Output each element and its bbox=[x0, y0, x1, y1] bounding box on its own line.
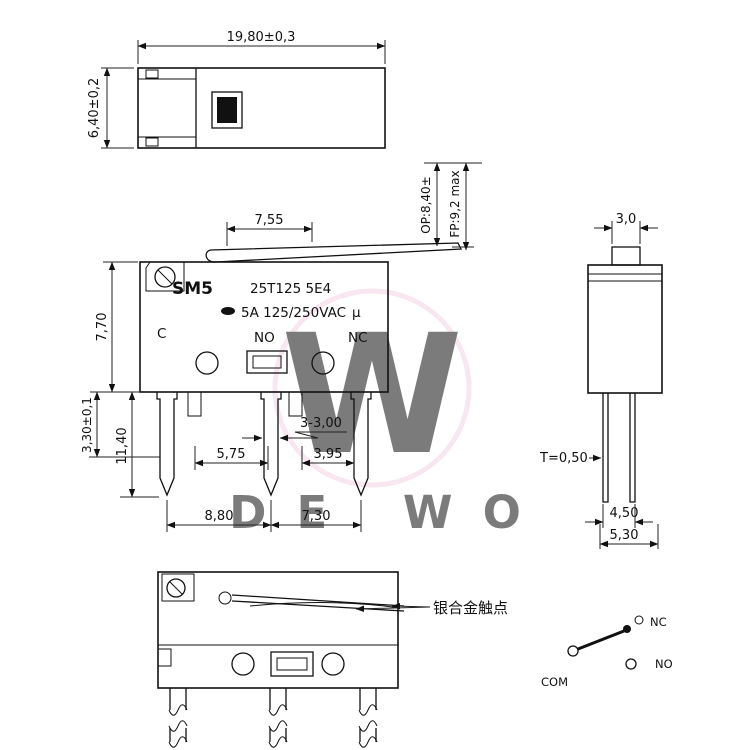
dim-pin-step: 3,30±0,1 bbox=[80, 397, 94, 453]
nc-terminal bbox=[634, 615, 644, 625]
lever-hinge bbox=[218, 591, 232, 605]
side-view-button bbox=[611, 246, 641, 266]
com-terminal bbox=[567, 645, 579, 657]
top-view-body bbox=[137, 67, 386, 149]
schematic-com-label: COM bbox=[541, 675, 568, 689]
pin-3 bbox=[350, 392, 372, 497]
dim-fp: FP:9,2 max bbox=[448, 170, 462, 237]
dim-pin-width: 3-3,00 bbox=[300, 416, 342, 431]
broken-pins bbox=[168, 688, 378, 748]
side-view-body bbox=[587, 264, 663, 394]
dim-pitch-left: 8,80 bbox=[205, 509, 234, 524]
front-view: 7,55 OP:8,40± FP:9,2 max SM5 25T125 5E4 … bbox=[80, 162, 482, 532]
mu-label: µ bbox=[352, 305, 361, 321]
top-view-plunger-outline bbox=[211, 91, 243, 129]
spring-lever-bottom bbox=[231, 600, 405, 612]
schematic-nc-label: NC bbox=[650, 615, 667, 629]
dim-thickness: T=0,50 bbox=[539, 451, 588, 466]
side-pin-right bbox=[629, 393, 636, 503]
dim-top-height: 6,40±0,2 bbox=[87, 78, 102, 139]
dim-base-width: 5,30 bbox=[610, 528, 639, 543]
dim-spacing-left: 5,75 bbox=[217, 447, 246, 462]
terminal-hole-left bbox=[195, 351, 219, 375]
front-view-body bbox=[139, 261, 389, 393]
spring-blade bbox=[249, 601, 401, 609]
watermark: W DE WO bbox=[229, 288, 551, 539]
moving-contact bbox=[577, 629, 625, 651]
terminal-no-label: NO bbox=[254, 330, 275, 346]
terminal-nc-label: NC bbox=[348, 330, 368, 346]
terminal-slot-inner bbox=[252, 355, 282, 369]
dim-pitch-right: 7,30 bbox=[302, 509, 331, 524]
watermark-circle bbox=[272, 288, 472, 488]
contact-callout-label: 银合金触点 bbox=[433, 599, 508, 617]
dim-spacing-right: 3,95 bbox=[314, 447, 343, 462]
watermark-brand: DE WO bbox=[229, 486, 551, 539]
schematic-no-label: NO bbox=[655, 657, 673, 671]
rating-label: 5A 125/250VAC bbox=[241, 305, 346, 321]
type-code-label: 25T125 5E4 bbox=[250, 281, 331, 297]
terminal-slot-outer bbox=[246, 350, 288, 374]
mechanism-body bbox=[157, 571, 399, 689]
dim-button-width: 3,0 bbox=[616, 212, 637, 227]
dim-top-width: 19,80±0,3 bbox=[227, 30, 296, 45]
top-view-plunger bbox=[217, 97, 237, 123]
top-view: 19,80±0,3 6,40±0,2 bbox=[87, 30, 386, 149]
side-pin-left bbox=[602, 393, 609, 503]
no-terminal bbox=[625, 658, 637, 670]
circuit-schematic: NC NO COM bbox=[541, 615, 673, 689]
watermark-letter: W bbox=[281, 299, 463, 491]
dim-body-height: 7,70 bbox=[95, 313, 110, 342]
mechanism-view: 银合金触点 bbox=[157, 571, 508, 748]
screw-icon-2 bbox=[166, 578, 186, 598]
terminal-c-label: C bbox=[157, 326, 166, 342]
dim-lever-arm: 7,55 bbox=[255, 213, 284, 228]
pin-2 bbox=[260, 392, 282, 497]
rivet-dot bbox=[221, 307, 235, 315]
spring-lever-top bbox=[231, 594, 405, 607]
nc-contact-dot bbox=[623, 625, 631, 633]
dim-pin-span: 4,50 bbox=[610, 506, 639, 521]
pin-1 bbox=[156, 392, 178, 497]
side-view: 3,0 T=0,50 4,50 5,30 bbox=[539, 212, 663, 549]
terminal-hole-right bbox=[311, 351, 335, 375]
dim-op: OP:8,40± bbox=[419, 176, 433, 234]
dim-pin-length: 11,40 bbox=[115, 427, 130, 464]
model-label: SM5 bbox=[172, 279, 213, 299]
lever-arm bbox=[205, 242, 463, 263]
screw-icon bbox=[154, 266, 176, 288]
